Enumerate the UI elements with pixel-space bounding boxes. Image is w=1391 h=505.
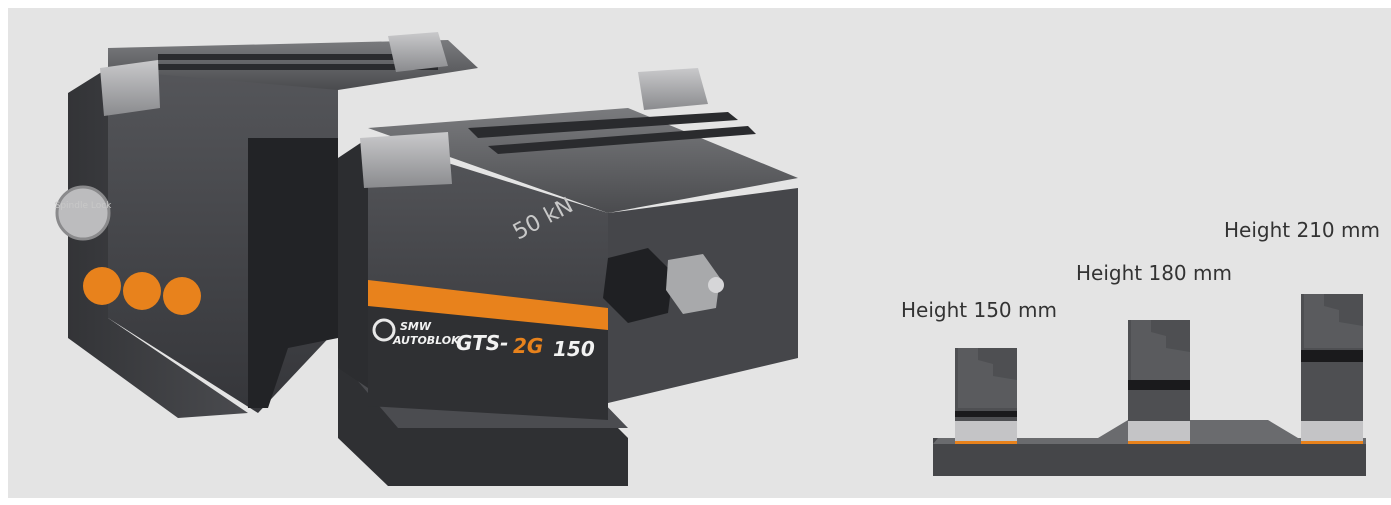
vise-210-jaw xyxy=(1304,294,1363,348)
vise-150-band xyxy=(955,441,1017,444)
height-180-label: Height 180 mm xyxy=(1076,261,1232,285)
vise-180-band xyxy=(1128,441,1190,444)
vise-180-jaw xyxy=(1131,320,1190,380)
front-jaw-cap xyxy=(638,68,708,110)
front-jaw-cap xyxy=(360,132,452,188)
vise-illustration: Spindle Lock 50 kN SMW AUTOBLOK GTS- 2G xyxy=(55,32,1366,486)
rear-jaw-serration xyxy=(158,54,438,60)
front-jaw-side xyxy=(338,138,368,388)
spindle-hex-bolt xyxy=(666,254,720,314)
spindle-lock-disk xyxy=(55,185,111,241)
vise-150-plate xyxy=(955,421,1017,441)
height-150-label: Height 150 mm xyxy=(901,298,1057,322)
vise-180-stripe xyxy=(1128,380,1190,390)
height-diagram xyxy=(933,294,1366,476)
front-jaw-serration xyxy=(468,112,738,138)
rear-jaw-serration xyxy=(158,64,438,70)
model-size: 150 xyxy=(553,337,595,361)
spindle-lock-text: Spindle Lock xyxy=(55,201,113,211)
mounting-rail xyxy=(933,438,1366,476)
spindle-end xyxy=(708,277,724,293)
image-frame: Spindle Lock 50 kN SMW AUTOBLOK GTS- 2G xyxy=(8,8,1391,498)
orange-dot xyxy=(163,277,201,315)
brand-plate xyxy=(368,306,608,420)
brand-line1: SMW xyxy=(400,320,432,333)
brand-logo-icon xyxy=(372,318,396,342)
vise-150-stripe xyxy=(955,411,1017,417)
brand-line2: AUTOBLOK xyxy=(392,334,461,347)
spindle-hex-nut xyxy=(603,248,673,323)
vise-210-stripe xyxy=(1301,350,1363,362)
rear-jaw-cap xyxy=(100,60,160,116)
model-accent: 2G xyxy=(513,334,543,358)
vise-channel xyxy=(248,138,338,408)
model-prefix: GTS- xyxy=(456,331,508,355)
vise-210-plate xyxy=(1301,421,1363,441)
vise-150-jaw xyxy=(958,348,1017,408)
orange-dot xyxy=(123,272,161,310)
front-jaw-serration xyxy=(488,126,756,154)
rear-jaw-side xyxy=(68,68,248,418)
height-210-label: Height 210 mm xyxy=(1224,218,1380,242)
vise-210-band xyxy=(1301,441,1363,444)
orange-dot xyxy=(83,267,121,305)
vise-180-plate xyxy=(1128,421,1190,441)
rear-jaw-cap xyxy=(388,32,448,72)
